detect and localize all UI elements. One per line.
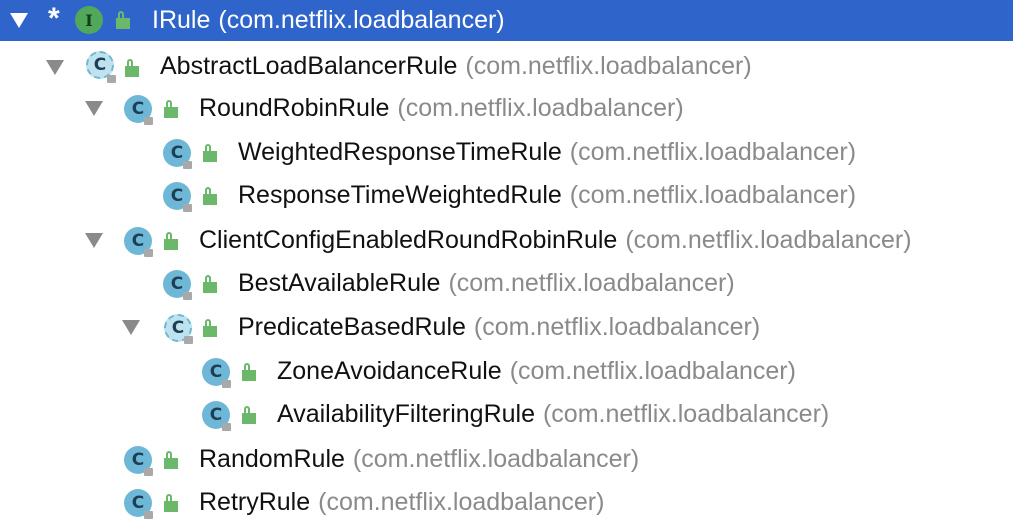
public-lock-icon <box>164 239 178 250</box>
tree-row-label: AbstractLoadBalancerRule(com.netflix.loa… <box>160 52 752 81</box>
tree-row-retryrule[interactable]: C RetryRule(com.netflix.loadbalancer) <box>0 481 1013 524</box>
class-name: BestAvailableRule <box>238 269 441 297</box>
package-name: (com.netflix.loadbalancer) <box>625 226 912 254</box>
public-lock-icon <box>203 326 217 337</box>
lock-badge-icon <box>222 380 231 388</box>
tree-row-predicatebasedrule[interactable]: C PredicateBasedRule(com.netflix.loadbal… <box>0 306 1013 349</box>
lock-badge-icon <box>183 292 192 300</box>
package-name: (com.netflix.loadbalancer) <box>569 138 857 166</box>
tree-row-zoneavoidancerule[interactable]: C ZoneAvoidanceRule(com.netflix.loadbala… <box>0 350 1013 393</box>
class-name: IRule <box>152 6 211 34</box>
public-lock-icon <box>164 501 178 512</box>
tree-row-label: IRule(com.netflix.loadbalancer) <box>152 6 505 35</box>
tree-row-label: BestAvailableRule(com.netflix.loadbalanc… <box>238 269 735 298</box>
public-lock-icon <box>203 151 217 162</box>
tree-row-roundrobinrule[interactable]: C RoundRobinRule(com.netflix.loadbalance… <box>0 87 1013 130</box>
tree-row-availabilityfilteringrule[interactable]: C AvailabilityFilteringRule(com.netflix.… <box>0 393 1013 436</box>
class-name: RandomRule <box>199 445 345 473</box>
tree-row-label: RetryRule(com.netflix.loadbalancer) <box>199 488 604 517</box>
lock-badge-icon <box>144 468 153 476</box>
tree-row-irule[interactable]: * I IRule(com.netflix.loadbalancer) <box>0 0 1013 41</box>
tree-row-bestavailablerule[interactable]: C BestAvailableRule(com.netflix.loadbala… <box>0 262 1013 305</box>
expand-arrow-icon[interactable] <box>85 233 103 248</box>
tree-row-clientconfigenabledroundrobinrule[interactable]: C ClientConfigEnabledRoundRobinRule(com.… <box>0 219 1013 262</box>
package-name: (com.netflix.loadbalancer) <box>352 445 640 473</box>
tree-row-label: WeightedResponseTimeRule(com.netflix.loa… <box>238 138 856 167</box>
lock-badge-icon <box>183 204 192 212</box>
class-name: ClientConfigEnabledRoundRobinRule <box>199 226 618 254</box>
lock-badge-icon <box>144 249 153 257</box>
package-name: (com.netflix.loadbalancer) <box>318 488 605 516</box>
public-lock-icon <box>164 458 178 469</box>
tree-row-label: RandomRule(com.netflix.loadbalancer) <box>199 445 639 474</box>
lock-badge-icon <box>183 161 192 169</box>
tree-row-label: AvailabilityFilteringRule(com.netflix.lo… <box>277 400 829 429</box>
public-lock-icon <box>242 370 256 381</box>
public-lock-icon <box>242 413 256 424</box>
abstract-class-icon: C <box>86 51 114 79</box>
lock-badge-icon <box>222 423 231 431</box>
public-lock-icon <box>203 194 217 205</box>
class-name: ResponseTimeWeightedRule <box>238 181 562 209</box>
lock-badge-icon <box>144 117 153 125</box>
lock-badge-icon <box>144 511 153 519</box>
tree-row-weightedresponsetimerule[interactable]: C WeightedResponseTimeRule(com.netflix.l… <box>0 131 1013 174</box>
package-name: (com.netflix.loadbalancer) <box>397 94 684 122</box>
package-name: (com.netflix.loadbalancer) <box>448 269 735 297</box>
package-name: (com.netflix.loadbalancer) <box>569 181 857 209</box>
package-name: (com.netflix.loadbalancer) <box>473 313 761 341</box>
tree-row-label: ClientConfigEnabledRoundRobinRule(com.ne… <box>199 226 912 255</box>
lock-badge-icon <box>184 336 193 344</box>
class-name: ZoneAvoidanceRule <box>277 357 502 385</box>
marker-star: * <box>48 2 60 35</box>
public-lock-icon <box>116 18 130 29</box>
public-lock-icon <box>203 282 217 293</box>
tree-row-randomrule[interactable]: C RandomRule(com.netflix.loadbalancer) <box>0 438 1013 481</box>
class-name: AbstractLoadBalancerRule <box>160 52 458 80</box>
expand-arrow-icon[interactable] <box>85 101 103 116</box>
expand-arrow-icon[interactable] <box>10 13 28 28</box>
expand-arrow-icon[interactable] <box>122 320 140 335</box>
expand-arrow-icon[interactable] <box>46 60 64 75</box>
tree-row-abstractloadbalancerrule[interactable]: C AbstractLoadBalancerRule(com.netflix.l… <box>0 44 1013 87</box>
tree-row-label: ResponseTimeWeightedRule(com.netflix.loa… <box>238 181 856 210</box>
interface-icon: I <box>75 6 103 34</box>
package-name: (com.netflix.loadbalancer) <box>509 357 796 385</box>
class-name: PredicateBasedRule <box>238 313 466 341</box>
package-name: (com.netflix.loadbalancer) <box>542 400 830 428</box>
public-lock-icon <box>164 107 178 118</box>
class-name: AvailabilityFilteringRule <box>277 400 535 428</box>
class-name: RetryRule <box>199 488 311 516</box>
tree-row-label: PredicateBasedRule(com.netflix.loadbalan… <box>238 313 760 342</box>
lock-badge-icon <box>107 75 116 83</box>
class-name: RoundRobinRule <box>199 94 390 122</box>
package-name: (com.netflix.loadbalancer) <box>218 6 505 34</box>
public-lock-icon <box>125 66 139 77</box>
tree-row-label: RoundRobinRule(com.netflix.loadbalancer) <box>199 94 684 123</box>
tree-row-label: ZoneAvoidanceRule(com.netflix.loadbalanc… <box>277 357 796 386</box>
package-name: (com.netflix.loadbalancer) <box>465 52 752 80</box>
tree-row-responsetimeweightedrule[interactable]: C ResponseTimeWeightedRule(com.netflix.l… <box>0 174 1013 217</box>
class-name: WeightedResponseTimeRule <box>238 138 562 166</box>
